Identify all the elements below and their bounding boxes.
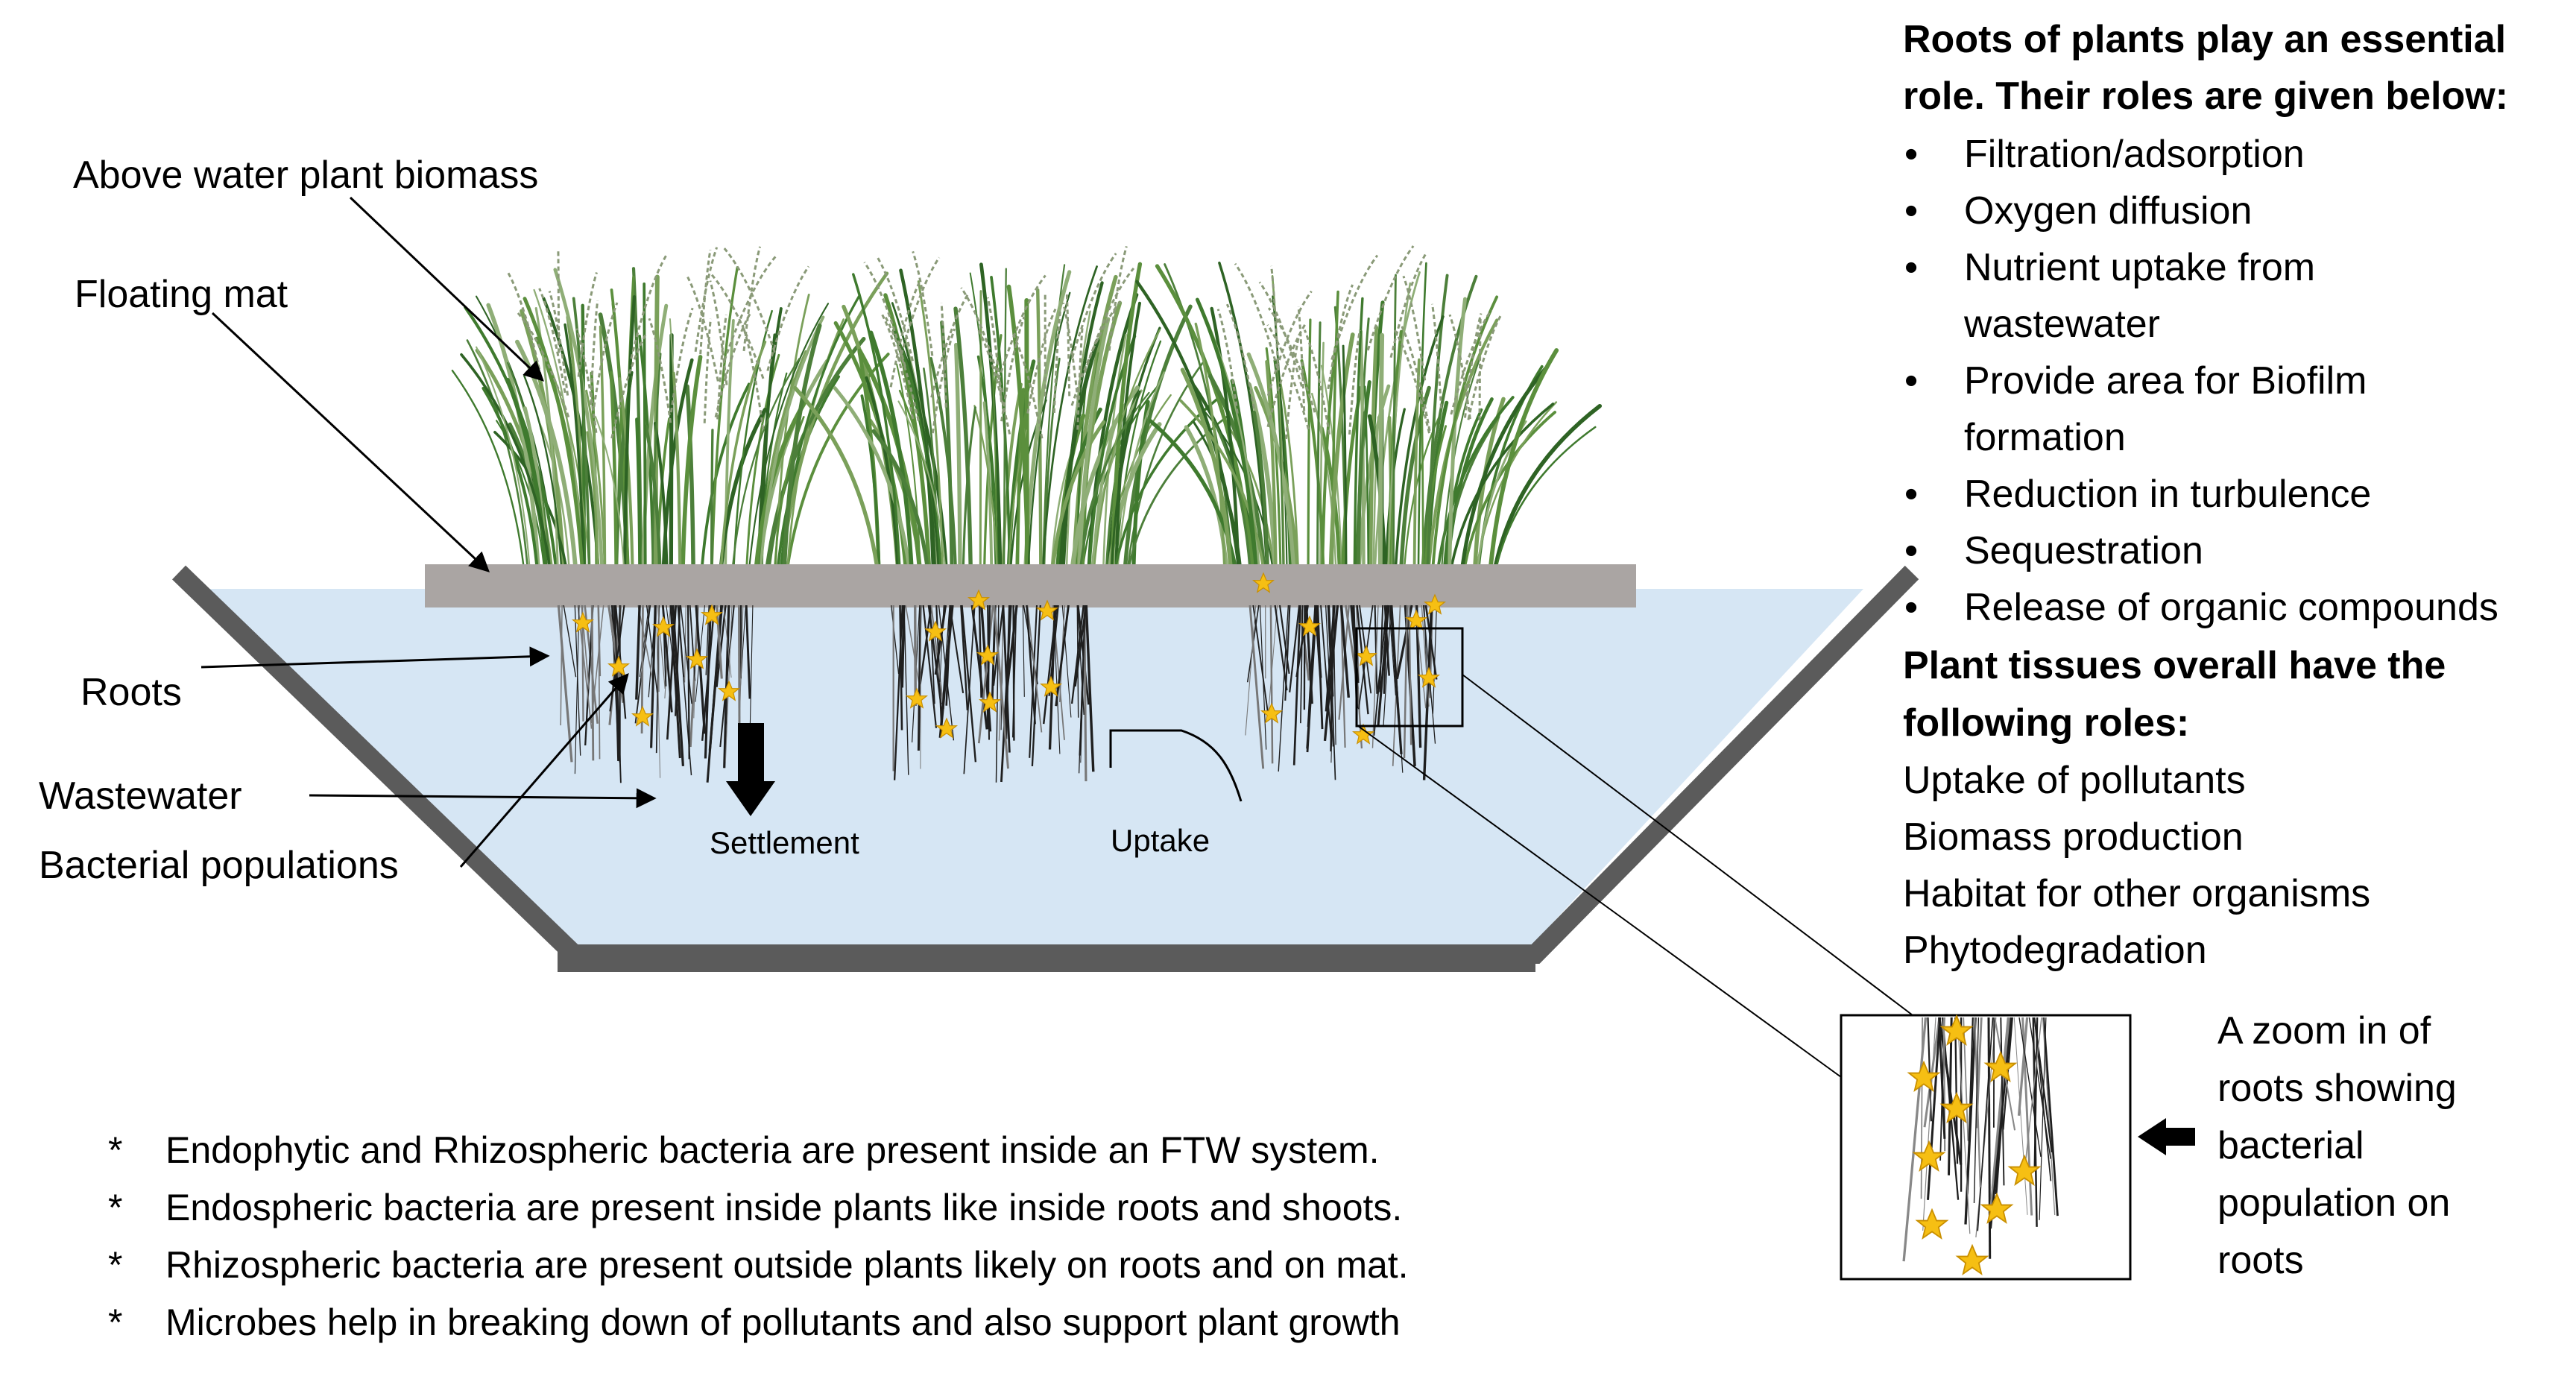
roots-role-text: Reduction in turbulence (1964, 473, 2371, 516)
roots-heading-line-2: role. Their roles are given below: (1903, 75, 2508, 118)
leader-floating-mat (211, 312, 490, 572)
bullet-marker: • (1904, 133, 1918, 176)
tissue-role-item: Habitat for other organisms (1903, 872, 2370, 915)
roots-role-text: Provide area for Biofilm (1964, 359, 2367, 403)
tank (171, 565, 1919, 972)
label-floating-mat: Floating mat (75, 273, 288, 316)
roots-role-text: Filtration/adsorption (1964, 133, 2305, 176)
note-text: Endospheric bacteria are present inside … (165, 1187, 1402, 1228)
note-item: * Endospheric bacteria are present inside… (108, 1187, 1402, 1228)
leader-bacteria (459, 672, 629, 868)
bullet-marker: • (1904, 246, 1918, 289)
roots-role-item: • Oxygen diffusion (1904, 189, 2252, 233)
roots-role-text: Oxygen diffusion (1964, 189, 2252, 233)
notes-list: * Endophytic and Rhizospheric bacteria ar… (108, 1129, 1409, 1343)
roots-roles-panel: Roots of plants play an essential role. … (1903, 18, 2508, 629)
floating-mat (425, 564, 1636, 607)
zoom-caption-line: population on (2217, 1181, 2450, 1225)
leader-roots (201, 646, 550, 669)
roots-role-text: Sequestration (1964, 529, 2203, 572)
tissues-roles-panel: Plant tissues overall have the following… (1903, 644, 2446, 972)
zoom-caption: A zoom in of roots showing bacterial popula… (2217, 1009, 2457, 1282)
roots-role-text: Nutrient uptake from (1964, 246, 2315, 289)
label-above-water: Above water plant biomass (73, 154, 538, 197)
leader-above-water (349, 196, 544, 382)
label-wastewater: Wastewater (39, 774, 242, 818)
roots-role-text: Release of organic compounds (1964, 586, 2498, 629)
zoom-roots (1902, 1017, 2059, 1262)
tissues-heading-line-2: following roles: (1903, 701, 2189, 745)
bullet-marker: • (1904, 359, 1918, 403)
roots-role-item: • Sequestration (1904, 529, 2203, 572)
plant-cluster-2 (793, 245, 1228, 569)
plants (451, 245, 1603, 569)
zoom-line-lower (1357, 725, 1842, 1078)
plant-cluster-3 (1135, 245, 1603, 569)
note-marker: * (108, 1187, 122, 1228)
note-text: Endophytic and Rhizospheric bacteria are… (165, 1129, 1380, 1171)
note-text: Microbes help in breaking down of pollut… (165, 1301, 1401, 1343)
note-marker: * (108, 1129, 122, 1171)
settlement-arrow-icon (726, 723, 775, 816)
note-text: Rhizospheric bacteria are present outsid… (165, 1244, 1409, 1286)
label-roots: Roots (80, 671, 182, 714)
note-item: * Rhizospheric bacteria are present outsi… (108, 1244, 1409, 1286)
bullet-marker: • (1904, 189, 1918, 233)
zoom-source-box (1355, 627, 1464, 728)
roots-role-item: • Filtration/adsorption (1904, 133, 2305, 176)
plant-cluster-1 (451, 246, 890, 569)
note-item: * Endophytic and Rhizospheric bacteria ar… (108, 1129, 1380, 1171)
note-marker: * (108, 1244, 122, 1286)
zoom-line-upper (1462, 674, 1916, 1018)
label-uptake: Uptake (1111, 823, 1210, 858)
roots-role-text: formation (1964, 416, 2126, 459)
roots-role-item: • Nutrient uptake from wastewater (1904, 246, 2315, 346)
label-settlement: Settlement (710, 825, 859, 860)
wastewater-body (203, 589, 1863, 945)
roots-role-item: • Release of organic compounds (1904, 586, 2498, 629)
roots-role-text: wastewater (1963, 303, 2160, 346)
zoom-caption-line: A zoom in of (2217, 1009, 2431, 1052)
zoom-caption-line: roots showing (2217, 1067, 2457, 1110)
leader-wastewater (309, 788, 657, 809)
tissues-heading-line-1: Plant tissues overall have the (1903, 644, 2446, 687)
zoom-panel (1840, 1014, 2132, 1281)
bullet-marker: • (1904, 586, 1918, 629)
label-bacteria: Bacterial populations (39, 844, 399, 887)
bullet-marker: • (1904, 529, 1918, 572)
note-item: * Microbes help in breaking down of pollu… (108, 1301, 1401, 1343)
tissue-role-item: Uptake of pollutants (1903, 759, 2246, 802)
zoom-caption-line: bacterial (2217, 1124, 2364, 1167)
tissue-role-item: Phytodegradation (1903, 929, 2207, 972)
roots-role-item: • Reduction in turbulence (1904, 473, 2371, 516)
roots-roles-list: •Filtration/adsorption•Oxygen diffusion•… (1904, 133, 2498, 629)
roots-heading-line-1: Roots of plants play an essential (1903, 18, 2506, 61)
pointer-arrow-icon (2138, 1118, 2195, 1155)
tissue-role-item: Biomass production (1903, 815, 2244, 859)
roots-role-item: • Provide area for Biofilm formation (1904, 359, 2367, 459)
note-marker: * (108, 1301, 122, 1343)
uptake-arrow (1109, 729, 1243, 802)
zoom-caption-line: roots (2217, 1239, 2304, 1282)
bullet-marker: • (1904, 473, 1918, 516)
